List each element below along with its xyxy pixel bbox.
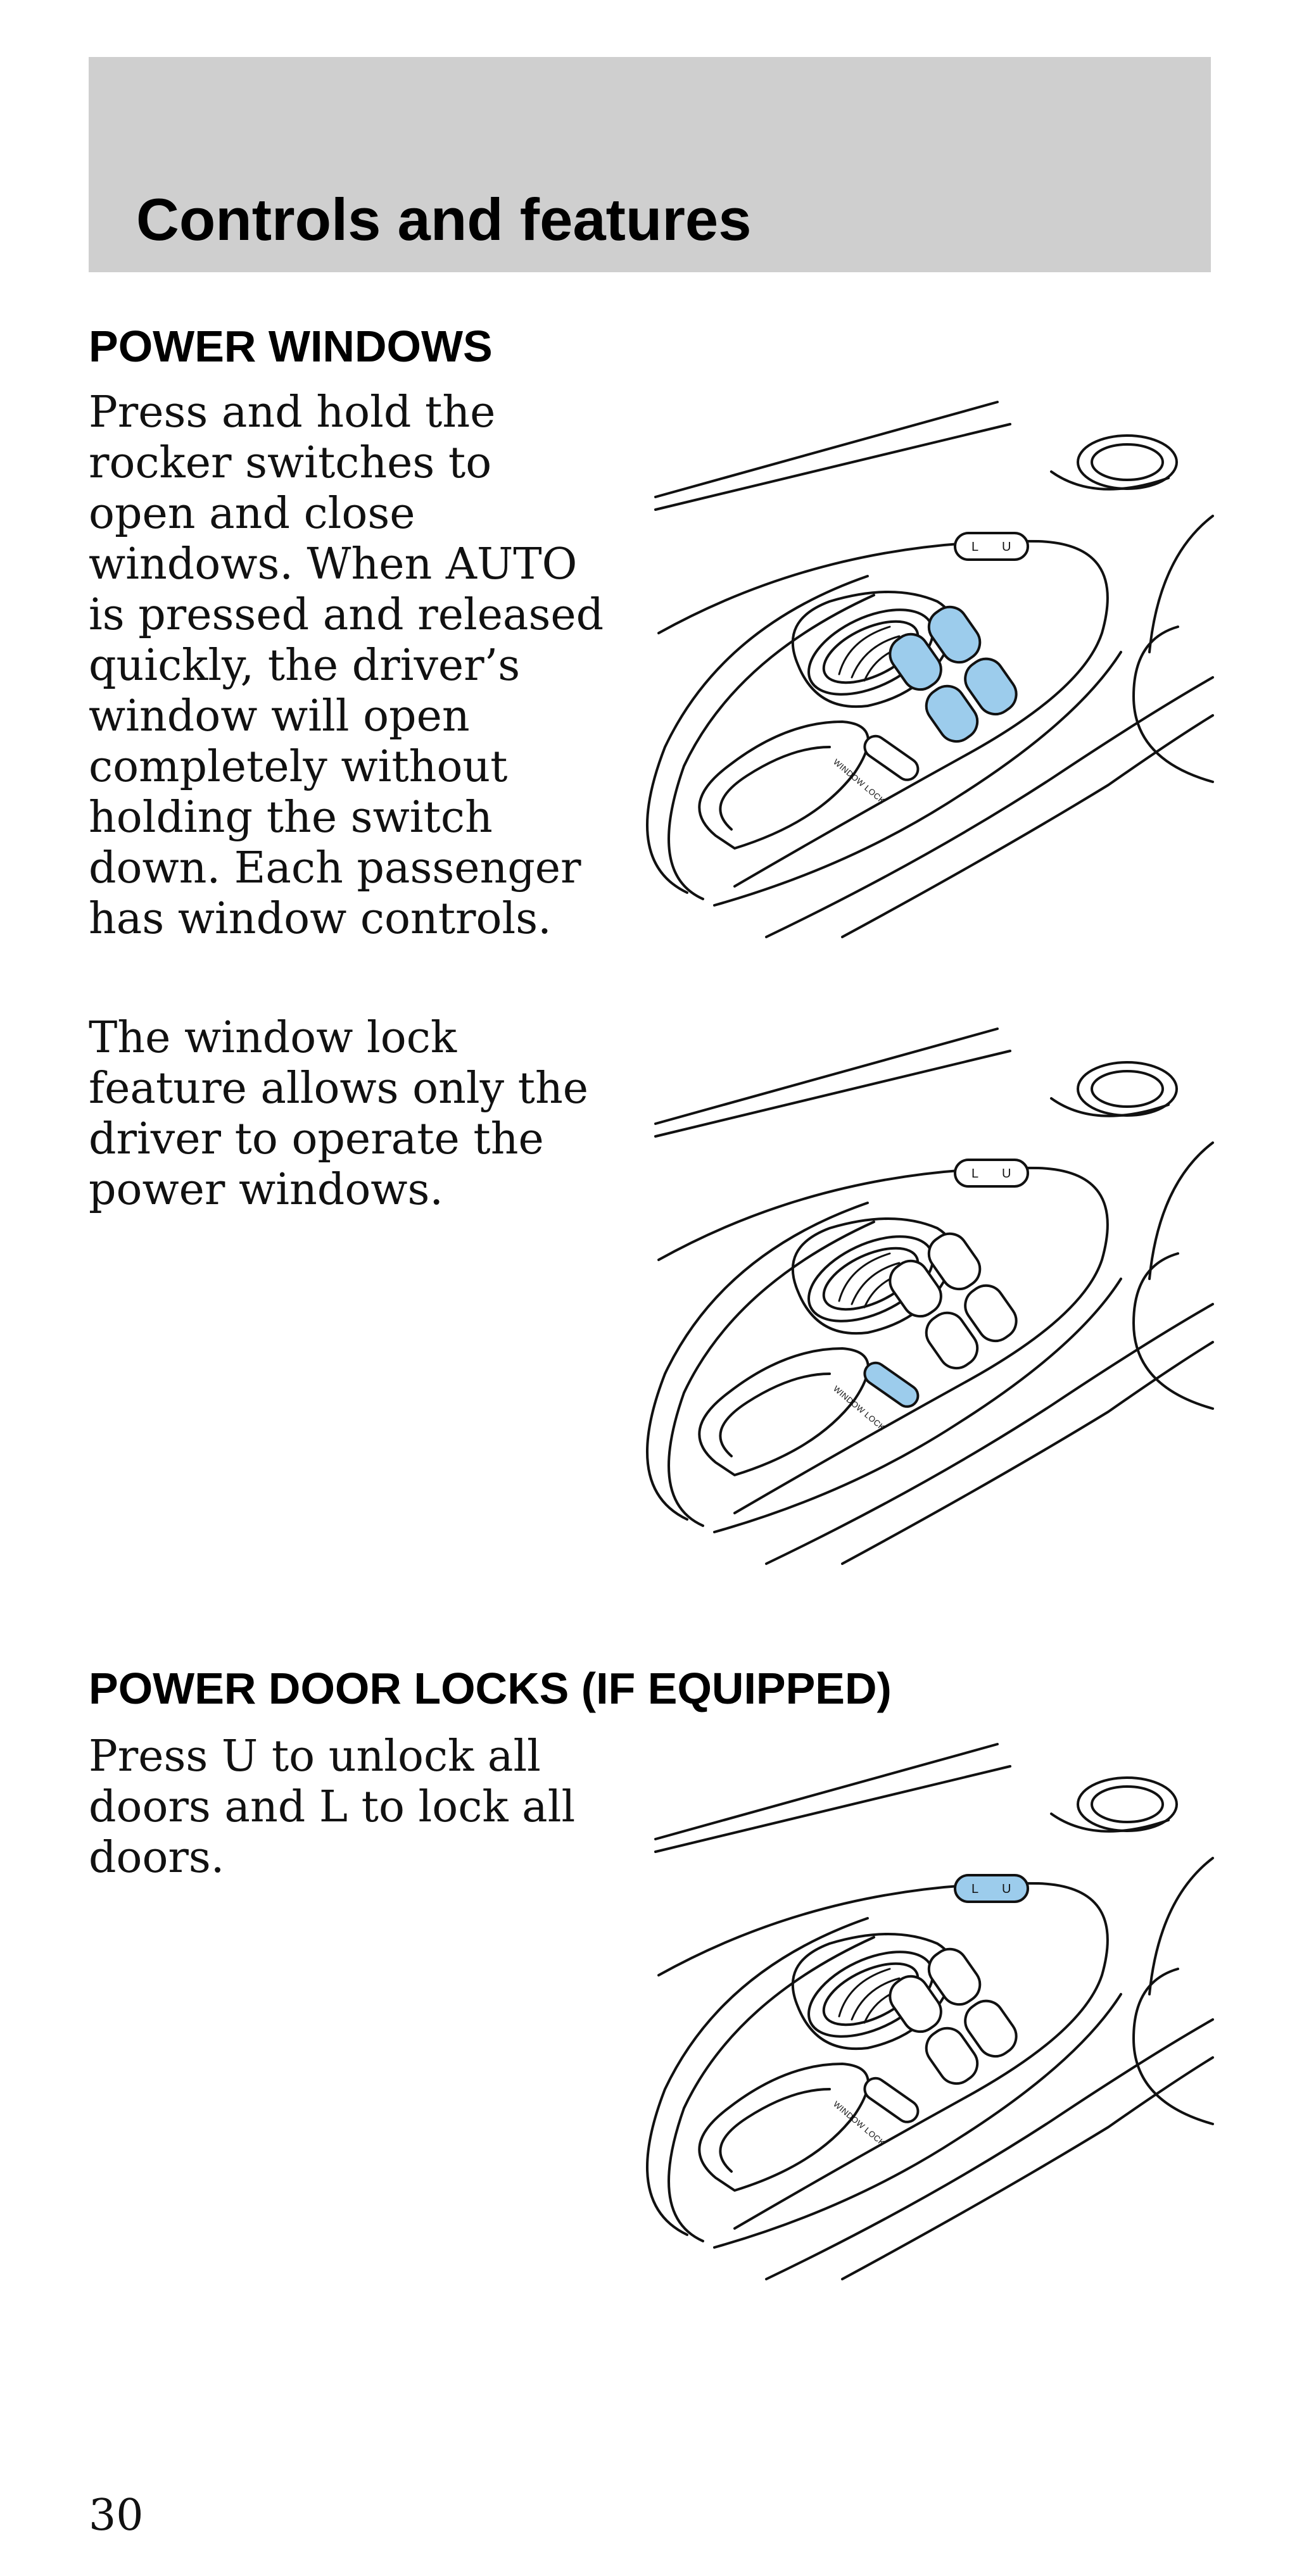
figure-window-switches: L U WINDOW LOCK [640, 393, 1216, 943]
lock-switch-u: U [1002, 1882, 1011, 1896]
door-panel-illustration: L U WINDOW LOCK [646, 401, 1214, 938]
window-switch-2 [927, 605, 982, 664]
power-windows-paragraph: Press and hold the rocker switches to op… [89, 387, 604, 944]
lock-switch-u: U [1002, 540, 1011, 554]
window-lock-paragraph: The window lock feature allows only the … [89, 1013, 589, 1215]
header-band: Controls and features [89, 57, 1211, 272]
window-switch-2 [927, 1947, 982, 2006]
window-switch-1 [889, 1975, 942, 2033]
door-panel-illustration: L U WINDOW LOCK [646, 1027, 1214, 1565]
lock-unlock-switch [954, 1874, 1029, 1903]
section-heading-power-windows: POWER WINDOWS [89, 322, 493, 371]
lock-unlock-switch [954, 1159, 1029, 1188]
window-switch-2 [927, 1232, 982, 1291]
window-switch-4 [964, 1999, 1018, 2058]
window-lock-button [863, 1361, 920, 1408]
window-lock-button [863, 734, 920, 781]
lock-switch-l: L [971, 1167, 978, 1181]
figure-window-lock: L U WINDOW LOCK [640, 1019, 1216, 1570]
lock-switch-u: U [1002, 1167, 1011, 1181]
section-heading-power-door-locks: POWER DOOR LOCKS (IF EQUIPPED) [89, 1664, 892, 1713]
window-switch-4 [964, 657, 1018, 716]
window-switch-3 [925, 1311, 979, 1370]
window-switch-4 [964, 1284, 1018, 1343]
lock-unlock-switch [954, 532, 1029, 561]
window-switch-1 [889, 1259, 942, 1318]
page-title: Controls and features [136, 186, 752, 253]
window-switch-3 [925, 684, 979, 743]
window-switch-1 [889, 632, 942, 691]
door-panel-illustration: L U WINDOW LOCK [646, 1743, 1214, 2280]
page-number: 30 [89, 2491, 144, 2541]
power-door-locks-paragraph: Press U to unlock all doors and L to loc… [89, 1731, 576, 1883]
window-switch-3 [925, 2026, 979, 2085]
lock-switch-l: L [971, 540, 978, 554]
figure-door-lock-switch: L U WINDOW LOCK [640, 1735, 1216, 2285]
lock-switch-l: L [971, 1882, 978, 1896]
window-lock-button [863, 2077, 920, 2123]
